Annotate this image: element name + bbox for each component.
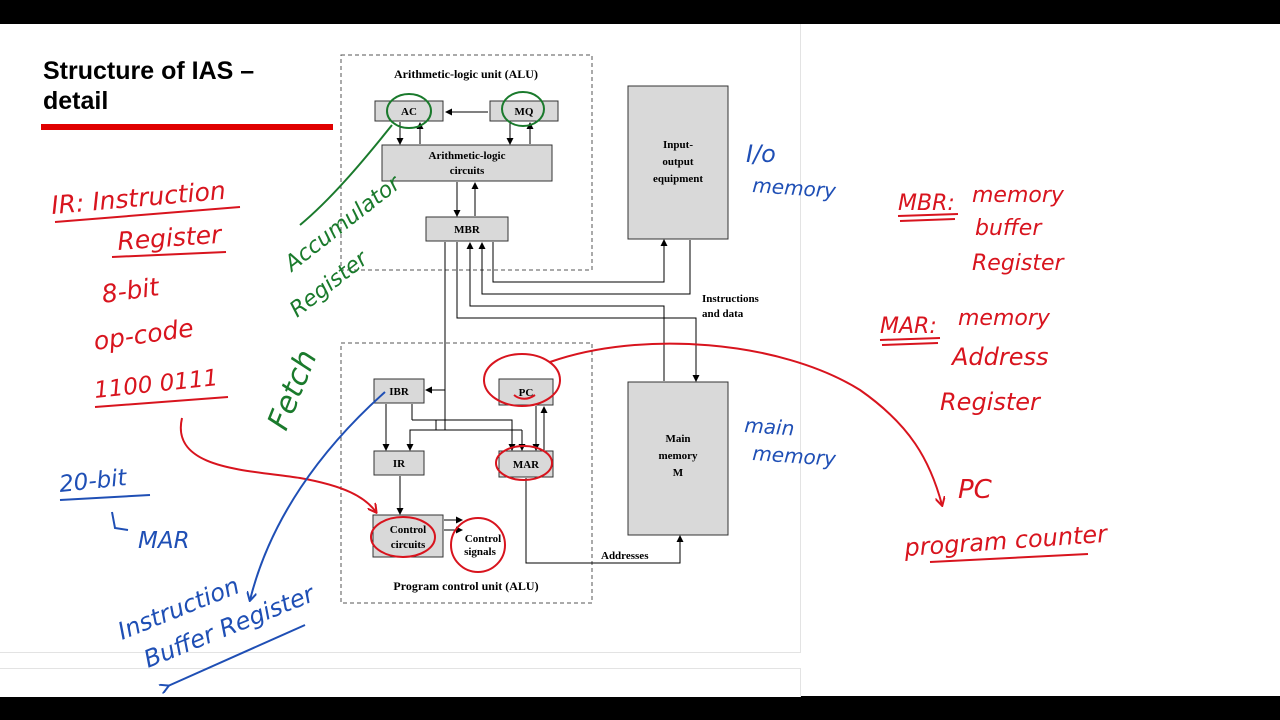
twenty-bit-note: 20-bit: [58, 465, 129, 498]
mbr-label: MBR: [454, 224, 481, 236]
mq-label: MQ: [515, 106, 534, 118]
alc-box: [381, 144, 553, 182]
mm-label-3: M: [673, 467, 684, 479]
pc-def-note-2: program counter: [902, 520, 1110, 562]
twenty-bit-hook: [111, 511, 129, 531]
pc-arrow: [549, 342, 942, 505]
twenty-bit-underline: [59, 494, 151, 501]
mar-def-note-1: MAR:: [880, 314, 937, 339]
pcu-label: Program control unit (ALU): [393, 579, 538, 593]
pc-label: PC: [519, 387, 534, 399]
accumulator-pointer: [299, 124, 393, 226]
mar-def-note-3: Address: [950, 343, 1049, 371]
ir-def-underline-2: [111, 251, 227, 258]
ac-register: [374, 100, 444, 122]
title-underline: [41, 124, 333, 130]
ir-def-note-2: Register: [116, 220, 224, 256]
cs-label-1: Control: [465, 533, 501, 545]
control-signals-circle: [450, 517, 506, 573]
ir-def-underline-1: [54, 206, 241, 223]
io-label-2: output: [662, 156, 694, 168]
cc-label-2: circuits: [391, 539, 426, 551]
mbr-def-note-2: memory: [972, 183, 1065, 208]
io-note-2: memory: [752, 173, 838, 203]
pc-tick: [513, 394, 536, 400]
slide-title: Structure of IAS – detail: [43, 56, 343, 116]
ac-label: AC: [401, 106, 417, 118]
mar-register: [498, 450, 554, 478]
control-circuits-circle: [370, 516, 436, 558]
mar-def-underline: [879, 337, 941, 346]
alc-label-2: circuits: [450, 165, 485, 177]
mm-label-2: memory: [658, 450, 698, 462]
ir-bits-underline: [94, 396, 229, 408]
main-note-2: memory: [752, 441, 838, 471]
ibr-label: IBR: [389, 386, 410, 398]
ibr-arrow: [250, 391, 386, 600]
mar-def-note-2: memory: [958, 306, 1051, 331]
mm-label-1: Main: [665, 433, 690, 445]
ibr-register: [373, 378, 425, 404]
io-label-3: equipment: [653, 173, 703, 185]
ac-circle: [386, 93, 432, 129]
ibr-def-underline: [168, 624, 306, 686]
mbr-def-underline: [897, 213, 959, 222]
cs-label-2: signals: [464, 546, 497, 558]
cc-label-1: Control: [390, 524, 426, 536]
mbr-def-note-4: Register: [972, 251, 1066, 276]
addresses-label: Addresses: [601, 550, 649, 562]
alu-label: Arithmetic-logic unit (ALU): [394, 67, 538, 81]
ir-register: [373, 450, 425, 476]
ir-bits-note-1: 8-bit: [100, 272, 162, 309]
mq-register: [489, 100, 559, 122]
mar-label: MAR: [513, 459, 540, 471]
mbr-def-note-1: MBR:: [898, 191, 955, 216]
instr-data-label-1: Instructions: [702, 293, 760, 305]
pc-def-underline: [929, 553, 1089, 563]
next-slide-edge: [0, 668, 801, 697]
pcu-boundary: [340, 342, 593, 604]
main-note-1: main: [744, 413, 796, 440]
alu-boundary: [340, 54, 593, 271]
ir-def-note-1: IR: Instruction: [50, 176, 227, 220]
pc-circle: [483, 353, 561, 407]
mbr-register: [425, 216, 509, 242]
io-equipment: [627, 85, 729, 240]
pc-def-note-1: PC: [958, 475, 993, 505]
mbr-def-note-3: buffer: [975, 216, 1043, 241]
instr-data-label-2: and data: [702, 308, 744, 320]
to-mar-note: MAR: [138, 528, 190, 554]
mq-circle: [501, 91, 545, 127]
ir-bits-note-2: op-code: [92, 313, 196, 356]
ir-label: IR: [393, 458, 406, 470]
opcode-arrow: [179, 417, 376, 512]
main-memory: [627, 381, 729, 536]
mar-circle: [495, 445, 553, 481]
control-circuits: [372, 514, 444, 558]
slide-title-line2: detail: [43, 87, 109, 115]
alc-label-1: Arithmetic-logic: [429, 150, 506, 162]
io-label-1: Input-: [663, 139, 693, 151]
io-note-1: I/o: [746, 140, 776, 168]
slide-title-line1: Structure of IAS –: [43, 57, 255, 85]
fetch-note: Fetch: [261, 345, 325, 435]
mar-def-note-4: Register: [940, 388, 1042, 416]
